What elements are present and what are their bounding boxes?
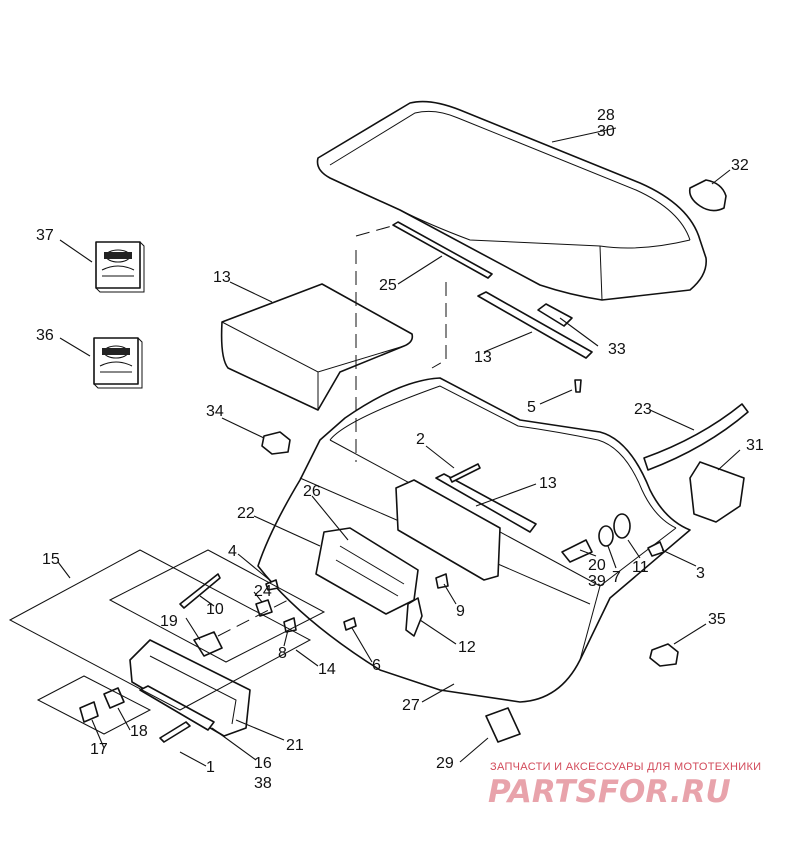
callout-14: 14 [318, 661, 336, 678]
callout-23: 23 [634, 401, 652, 418]
callout-27: 27 [402, 697, 420, 714]
strip-13c [435, 473, 537, 533]
watermark-brand: PARTSFOR.RU [488, 774, 731, 810]
washer-7 [598, 525, 614, 547]
lid-part [316, 100, 707, 301]
spacer-11 [613, 513, 631, 539]
callout-20: 20 [588, 557, 606, 574]
callout-13b: 13 [474, 349, 492, 366]
group-bracket-14 [108, 549, 326, 663]
nut-8 [283, 617, 297, 633]
strip-13b [477, 291, 593, 359]
handle-21 [129, 639, 251, 737]
callout-37: 37 [36, 227, 54, 244]
callout-7: 7 [612, 569, 621, 586]
callout-26: 26 [303, 483, 321, 500]
callout-30: 30 [597, 123, 615, 140]
callout-labels: 28 30 32 37 36 13 25 13 33 5 34 23 2 31 … [36, 107, 764, 792]
callout-28: 28 [597, 107, 615, 124]
latch-plate [395, 479, 501, 581]
callout-6: 6 [372, 657, 381, 674]
callout-9: 9 [456, 603, 465, 620]
leader-lines [57, 127, 741, 767]
sleeve-29 [485, 707, 521, 743]
plate-32 [688, 179, 727, 212]
trim-23 [643, 403, 749, 471]
watermark: ЗАПЧАСТИ И АКСЕССУАРЫ ДЛЯ МОТОТЕХНИКИ PA… [488, 761, 761, 810]
screw-4 [265, 579, 279, 591]
callout-33: 33 [608, 341, 626, 358]
rivet-24 [255, 599, 273, 617]
badge-36 [93, 337, 143, 389]
lever-12 [405, 597, 423, 637]
strip-25 [392, 221, 493, 279]
callout-36: 36 [36, 327, 54, 344]
callout-1: 1 [206, 759, 215, 776]
callout-3: 3 [696, 565, 705, 582]
liner-13a [220, 283, 414, 411]
callout-25: 25 [379, 277, 397, 294]
watermark-tagline: ЗАПЧАСТИ И АКСЕССУАРЫ ДЛЯ МОТОТЕХНИКИ [490, 761, 761, 773]
callout-10: 10 [206, 601, 224, 618]
callout-39: 39 [588, 573, 606, 590]
callout-31: 31 [746, 437, 764, 454]
callout-5: 5 [527, 399, 536, 416]
screw-1 [159, 721, 191, 743]
hinge-31 [689, 461, 745, 523]
callout-34: 34 [206, 403, 224, 420]
callout-29: 29 [436, 755, 454, 772]
plate-17 [79, 701, 99, 723]
pin-10 [179, 573, 221, 609]
callout-2: 2 [416, 431, 425, 448]
callout-35: 35 [708, 611, 726, 628]
group-bracket-15 [8, 549, 312, 711]
callout-24: 24 [254, 583, 272, 600]
plate-35 [649, 643, 679, 667]
screw-6 [343, 617, 357, 631]
pin-20 [561, 539, 593, 563]
callout-8: 8 [278, 645, 287, 662]
callout-32: 32 [731, 157, 749, 174]
callout-13a: 13 [213, 269, 231, 286]
plate-34 [261, 431, 291, 455]
callout-15: 15 [42, 551, 60, 568]
bolt-2 [449, 463, 481, 483]
callout-22: 22 [237, 505, 255, 522]
callout-19: 19 [160, 613, 178, 630]
callout-11: 11 [632, 559, 649, 576]
screw-5 [574, 379, 582, 393]
badge-37 [95, 241, 145, 293]
screw-3 [647, 541, 665, 557]
callout-16: 16 [254, 755, 272, 772]
callout-4: 4 [228, 543, 237, 560]
callout-21: 21 [286, 737, 304, 754]
callout-18: 18 [130, 723, 148, 740]
callout-13c: 13 [539, 475, 557, 492]
callout-38: 38 [254, 775, 272, 792]
callout-12: 12 [458, 639, 476, 656]
callout-17: 17 [90, 741, 108, 758]
lock-19 [193, 631, 223, 657]
key-18 [103, 687, 125, 709]
nut-9 [435, 573, 449, 589]
